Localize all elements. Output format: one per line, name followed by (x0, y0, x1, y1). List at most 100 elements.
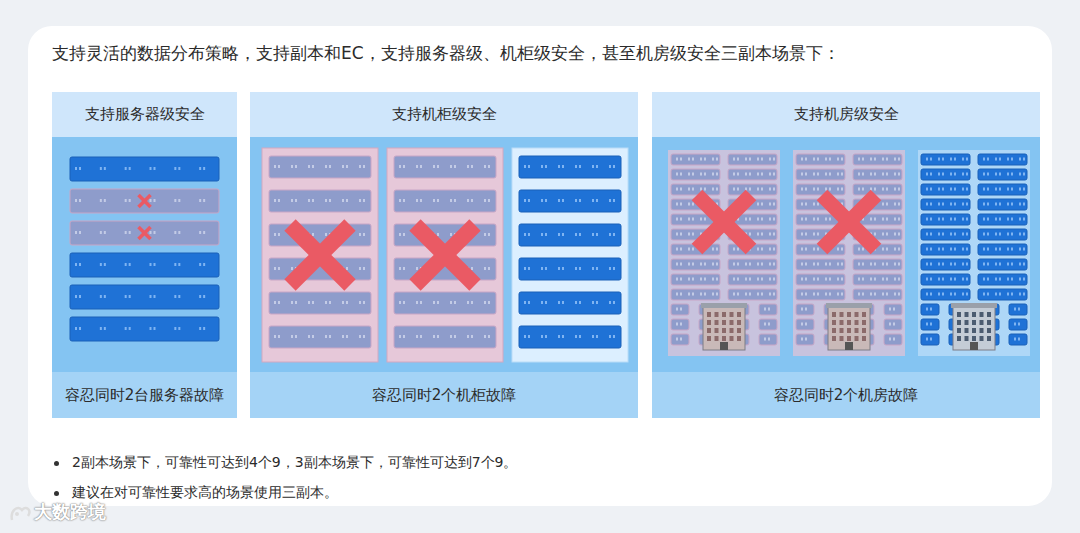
server-led (999, 218, 1001, 221)
building-window (715, 320, 719, 325)
server-led (75, 263, 77, 266)
server-led (769, 263, 771, 266)
server-led (825, 263, 827, 266)
server-led (757, 263, 759, 266)
server-unit (796, 154, 845, 165)
server-unit (728, 289, 777, 300)
server-led (488, 165, 490, 168)
server-led (995, 173, 997, 176)
server-unit (796, 184, 845, 195)
server-led (813, 278, 815, 281)
server-led (882, 248, 884, 251)
server-led (484, 199, 486, 202)
server-led (416, 301, 418, 304)
server-led (829, 293, 831, 296)
server-led (688, 188, 690, 191)
server-led (983, 233, 985, 236)
server-unit (978, 229, 1027, 240)
server-led (704, 293, 706, 296)
server-led (154, 263, 156, 266)
server-led (325, 301, 327, 304)
server-unit (884, 319, 902, 330)
server-led (545, 165, 547, 168)
server-led (579, 335, 581, 338)
server-led (745, 278, 747, 281)
server-led (1011, 248, 1013, 251)
server-led (716, 263, 718, 266)
server-led (938, 293, 940, 296)
server-led (942, 173, 944, 176)
server-led (274, 335, 276, 338)
server-led (274, 199, 276, 202)
server-led (199, 231, 201, 234)
server-led (488, 335, 490, 338)
server-led (882, 233, 884, 236)
server-led (575, 301, 577, 304)
server-led (100, 199, 102, 202)
server-led (125, 327, 127, 330)
server-unit (921, 184, 970, 195)
server-led (773, 233, 775, 236)
server-led (954, 293, 956, 296)
server-led (359, 165, 361, 168)
building-window (972, 312, 976, 317)
server-unit (671, 334, 689, 345)
server-led (805, 218, 807, 221)
server-led (773, 173, 775, 176)
server-led (757, 188, 759, 191)
server-led (1014, 338, 1016, 341)
server-led (680, 308, 682, 311)
server-led (954, 188, 956, 191)
server-led (278, 335, 280, 338)
server-led (291, 165, 293, 168)
server-led (817, 188, 819, 191)
server-led (870, 293, 872, 296)
server-led (363, 165, 365, 168)
server-led (528, 335, 530, 338)
server-led (688, 233, 690, 236)
server-led (579, 165, 581, 168)
server-unit (70, 317, 219, 341)
server-led (575, 199, 577, 202)
server-led (764, 308, 766, 311)
building-window (737, 312, 741, 317)
server-led (312, 335, 314, 338)
server-led (874, 233, 876, 236)
building-window (957, 328, 961, 333)
server-led (938, 173, 940, 176)
server-led (862, 263, 864, 266)
server-led (541, 267, 543, 270)
server-led (700, 293, 702, 296)
server-led (938, 218, 940, 221)
server-led (609, 233, 611, 236)
server-led (1019, 203, 1021, 206)
server-led (737, 158, 739, 161)
server-led (484, 335, 486, 338)
server-led (801, 233, 803, 236)
server-led (761, 218, 763, 221)
server-led (1011, 203, 1013, 206)
server-led (712, 173, 714, 176)
server-led (886, 203, 888, 206)
failure-cross (415, 225, 475, 285)
server-unit (921, 289, 970, 300)
server-led (178, 295, 180, 298)
server-led (942, 278, 944, 281)
server-unit (978, 274, 1027, 285)
server-led (575, 233, 577, 236)
server-led (178, 167, 180, 170)
server-led (716, 293, 718, 296)
server-led (1007, 233, 1009, 236)
server-led (898, 188, 900, 191)
server-led (954, 233, 956, 236)
server-led (805, 338, 807, 341)
server-led (609, 301, 611, 304)
server-led (870, 218, 872, 221)
server-led (700, 278, 702, 281)
server-led (450, 199, 452, 202)
server-led (737, 173, 739, 176)
server-led (199, 167, 201, 170)
server-led (104, 327, 106, 330)
server-led (938, 278, 940, 281)
server-led (1023, 233, 1025, 236)
